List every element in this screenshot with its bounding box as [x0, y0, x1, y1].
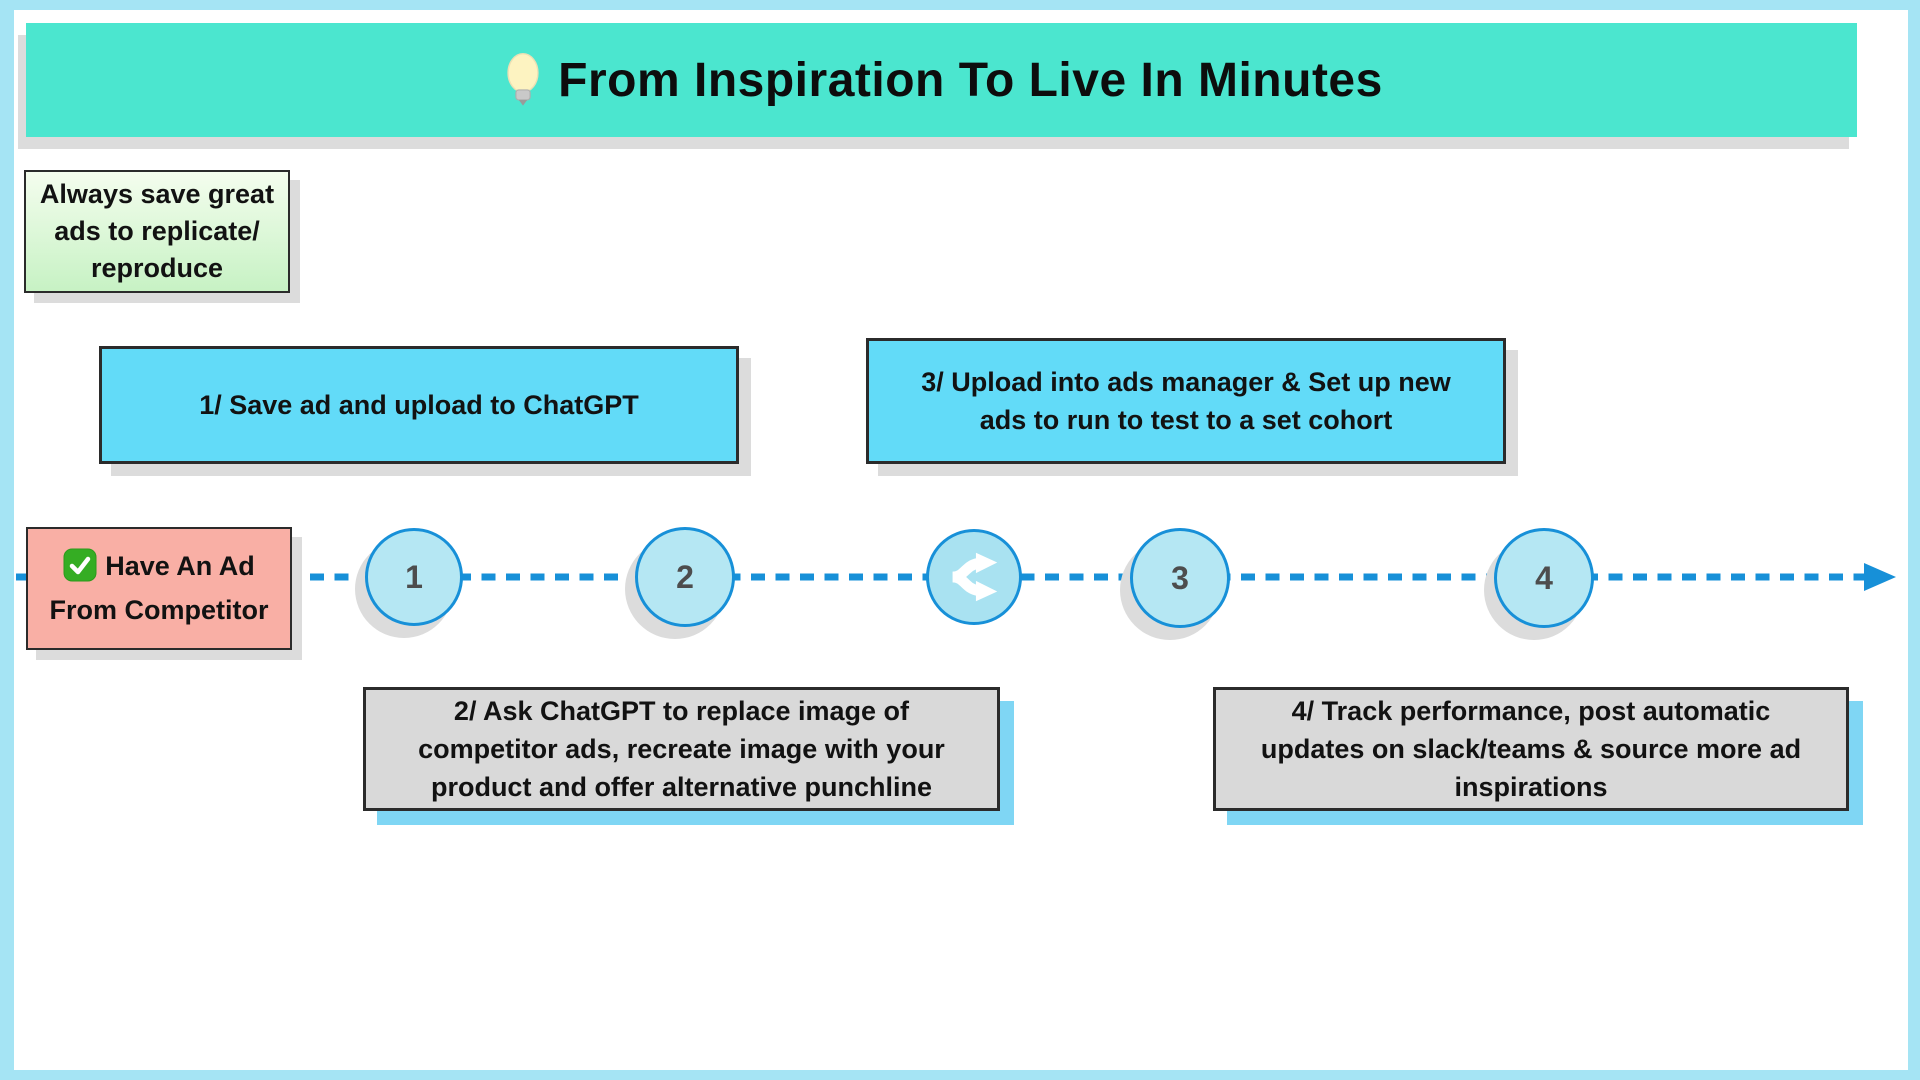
note-text: Always save great ads to replicate/ repr… [39, 179, 275, 283]
step-box-4: 4/ Track performance, post automatic upd… [1213, 687, 1849, 811]
split-arrows-icon [943, 546, 1005, 608]
header-banner: From Inspiration To Live In Minutes [26, 23, 1857, 137]
milestone-circle-4: 4 [1494, 528, 1594, 628]
step-3-label: 3/ Upload into ads manager & Set up new … [921, 367, 1451, 435]
step-box-1: 1/ Save ad and upload to ChatGPT [99, 346, 739, 464]
milestone-1-number: 1 [405, 558, 423, 595]
start-label: Have An Ad From Competitor [49, 551, 269, 625]
step-4-label: 4/ Track performance, post automatic upd… [1260, 696, 1802, 802]
step-box-3: 3/ Upload into ads manager & Set up new … [866, 338, 1506, 464]
milestone-circle-2: 2 [635, 527, 735, 627]
step-box-2: 2/ Ask ChatGPT to replace image of compe… [363, 687, 1000, 811]
check-mark-icon [63, 548, 97, 592]
step-1-label: 1/ Save ad and upload to ChatGPT [199, 390, 639, 420]
milestone-3-number: 3 [1171, 559, 1189, 596]
milestone-2-number: 2 [676, 558, 694, 595]
milestone-4-number: 4 [1535, 559, 1553, 596]
milestone-circle-3: 3 [1130, 528, 1230, 628]
branch-circle [926, 529, 1022, 625]
lightbulb-icon [500, 53, 546, 107]
page-title: From Inspiration To Live In Minutes [558, 53, 1383, 107]
milestone-circle-1: 1 [365, 528, 463, 626]
start-box-competitor-ad: Have An Ad From Competitor [26, 527, 292, 650]
step-2-label: 2/ Ask ChatGPT to replace image of compe… [418, 696, 945, 802]
note-box-save-ads: Always save great ads to replicate/ repr… [24, 170, 290, 293]
start-box-content: Have An Ad From Competitor [50, 548, 269, 629]
